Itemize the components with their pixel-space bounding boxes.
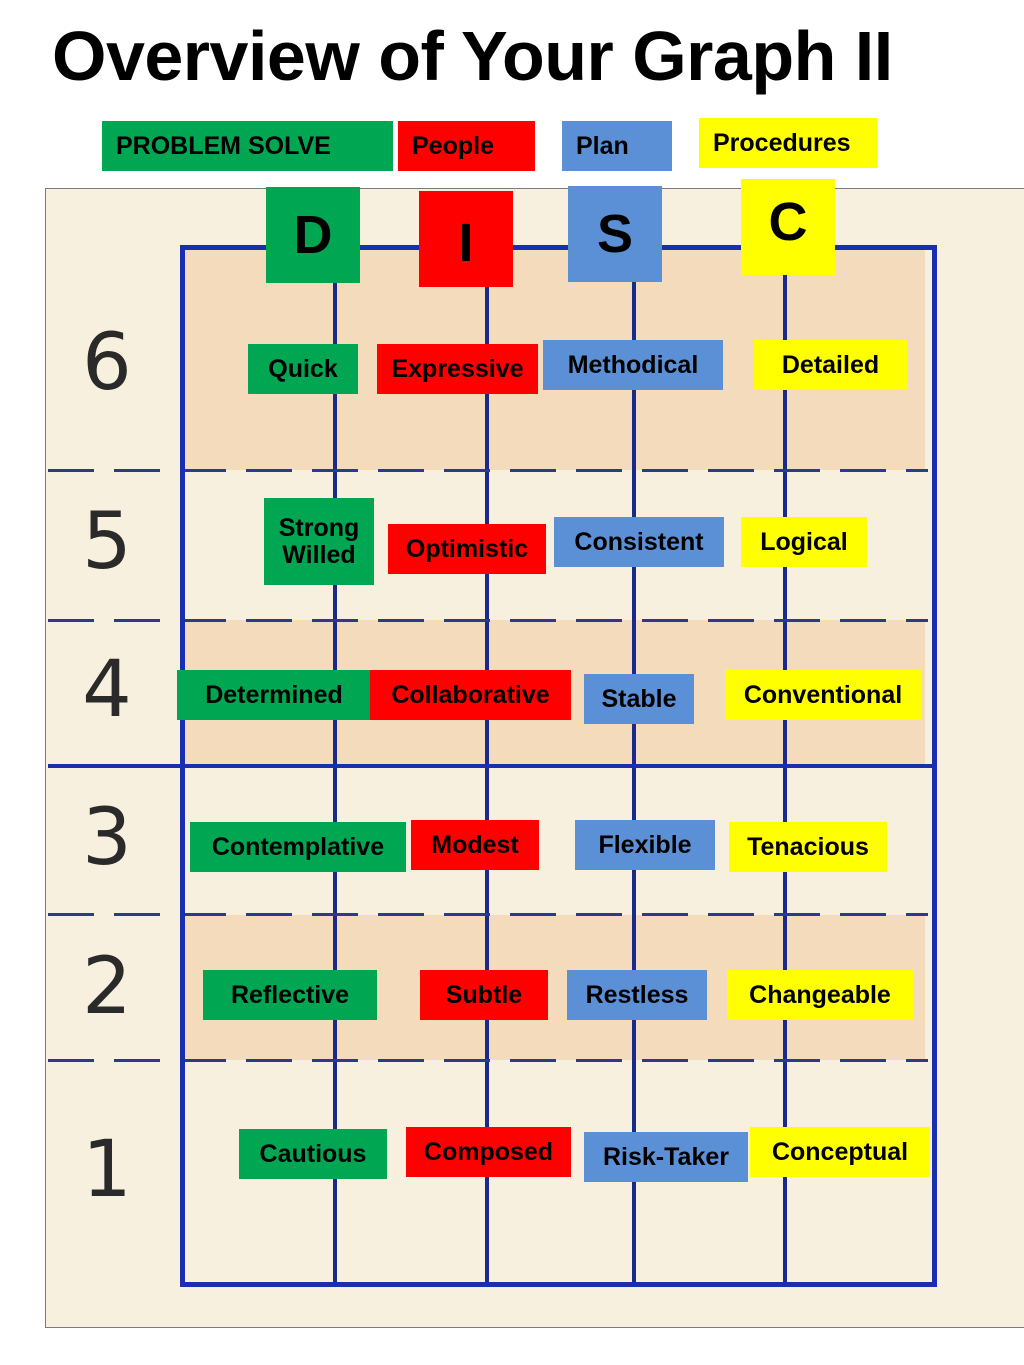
trait-d-2: Reflective <box>203 970 377 1020</box>
grid-frame <box>180 245 937 1287</box>
trait-s-4: Stable <box>584 674 694 724</box>
level-number-5: 5 <box>82 497 132 587</box>
page-title: Overview of Your Graph II <box>52 17 893 95</box>
letter-i: I <box>419 191 513 287</box>
level-number-6: 6 <box>82 318 132 408</box>
trait-s-1: Risk-Taker <box>584 1132 748 1182</box>
trait-c-2: Changeable <box>727 970 913 1020</box>
trait-d-6: Quick <box>248 344 358 394</box>
level-number-2: 2 <box>82 942 132 1032</box>
trait-d-5: Strong Willed <box>264 498 374 585</box>
trait-d-4: Determined <box>177 670 371 720</box>
trait-c-1: Conceptual <box>750 1127 930 1177</box>
trait-i-3: Modest <box>411 820 539 870</box>
letter-d: D <box>266 187 360 283</box>
trait-c-5: Logical <box>741 517 867 567</box>
trait-c-6: Detailed <box>754 340 907 390</box>
trait-c-3: Tenacious <box>729 822 887 872</box>
level-number-4: 4 <box>82 645 132 735</box>
trait-i-1: Composed <box>406 1127 571 1177</box>
trait-i-4: Collaborative <box>370 670 571 720</box>
trait-i-2: Subtle <box>420 970 548 1020</box>
level-divider <box>48 619 928 622</box>
letter-s: S <box>568 186 662 282</box>
trait-d-3: Contemplative <box>190 822 406 872</box>
level-divider <box>48 913 928 916</box>
trait-i-5: Optimistic <box>388 524 546 574</box>
level-number-1: 1 <box>82 1125 132 1215</box>
trait-i-6: Expressive <box>377 344 538 394</box>
header-problem-solve: PROBLEM SOLVE <box>102 121 393 171</box>
level-number-3: 3 <box>82 793 132 883</box>
letter-c: C <box>741 179 835 275</box>
header-procedures: Procedures <box>699 118 877 168</box>
header-people: People <box>398 121 535 171</box>
trait-s-2: Restless <box>567 970 707 1020</box>
trait-c-4: Conventional <box>725 670 921 720</box>
level-divider <box>48 1059 928 1062</box>
trait-s-6: Methodical <box>543 340 723 390</box>
grid-midline <box>48 764 933 768</box>
header-plan: Plan <box>562 121 672 171</box>
trait-s-5: Consistent <box>554 517 724 567</box>
level-divider <box>48 469 928 472</box>
trait-d-1: Cautious <box>239 1129 387 1179</box>
trait-s-3: Flexible <box>575 820 715 870</box>
